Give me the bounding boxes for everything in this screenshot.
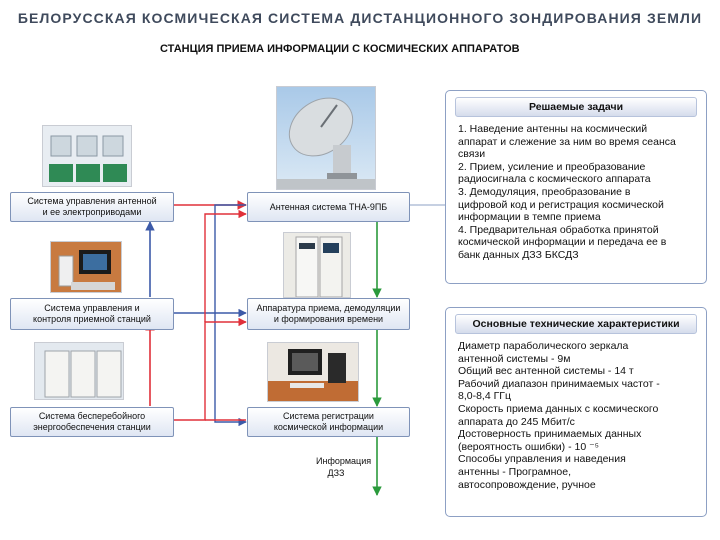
electrical-cabinet-icon (43, 126, 131, 186)
specs-line: Общий вес антенной системы - 14 т (458, 365, 634, 378)
tasks-line: 4. Предварительная обработка принятой (458, 223, 659, 236)
tasks-line: связи (458, 148, 486, 161)
specs-panel: Основные технические характеристики Диам… (445, 307, 707, 517)
antenna-system-box: Антенная система ТНА-9ПБ (247, 192, 410, 222)
blue-trunk (174, 204, 246, 314)
tasks-panel-heading: Решаемые задачи (455, 97, 697, 117)
tasks-line: аппарат и слежение за ним во время сеанс… (458, 135, 676, 148)
antenna-control-label-2: и ее электроприводами (42, 207, 142, 217)
registration-label-1: Система регистрации (283, 411, 374, 421)
specs-panel-heading: Основные технические характеристики (455, 314, 697, 334)
antenna-control-photo (42, 125, 132, 187)
tasks-line: информации в темпе приема (458, 211, 601, 224)
tasks-line: радиосигнала с космического аппарата (458, 173, 651, 186)
specs-line: 8,0-8,4 ГГц (458, 390, 511, 403)
page-subtitle: СТАНЦИЯ ПРИЕМА ИНФОРМАЦИИ С КОСМИЧЕСКИХ … (160, 43, 520, 55)
specs-line: антенны - Програмное, (458, 465, 571, 478)
antenna-control-label-1: Система управления антенной (27, 196, 157, 206)
red-power-branch (174, 317, 247, 421)
station-control-photo (50, 241, 122, 293)
specs-line: Скорость приема данных с космического (458, 402, 659, 415)
specs-line: антенной системы - 9м (458, 352, 571, 365)
tasks-line: 1. Наведение антенны на космический (458, 123, 648, 135)
power-supply-label-1: Система бесперебойного (38, 411, 146, 421)
equipment-rack-icon (284, 233, 350, 297)
info-label-line-1: Информация (316, 456, 372, 466)
blue-trunk-registration (214, 313, 247, 427)
ups-cabinet-icon (35, 343, 123, 399)
receive-equipment-label-1: Аппаратура приема, демодуляции (256, 303, 401, 313)
info-label: Информация ДЗЗ (316, 455, 372, 479)
specs-line: автосопровождение, ручное (458, 478, 596, 491)
power-supply-photo (34, 342, 124, 400)
specs-line: Способы управления и наведения (458, 453, 626, 466)
power-supply-label-2: энергообеспечения станции (33, 422, 151, 432)
specs-line: Рабочий диапазон принимаемых частот - (458, 377, 660, 390)
tasks-line: космической информации и передача ее в (458, 236, 667, 249)
registration-photo (267, 342, 359, 402)
station-control-label-1: Система управления и (44, 303, 140, 313)
specs-line: Достоверность принимаемых данных (458, 428, 642, 441)
tasks-line: 3. Демодуляция, преобразование в (458, 185, 631, 198)
tasks-line: банк данных ДЗЗ БКСДЗ (458, 248, 579, 261)
info-label-line-2: ДЗЗ (327, 468, 345, 478)
station-control-label-2: контроля приемной станций (33, 314, 151, 324)
tasks-line: цифровой код и регистрация космической (458, 198, 664, 211)
page-title: БЕЛОРУССКАЯ КОСМИЧЕСКАЯ СИСТЕМА ДИСТАНЦИ… (17, 10, 703, 26)
computer-desk-icon (268, 343, 358, 401)
satellite-dish-icon (277, 97, 375, 189)
red-power-antenna (204, 209, 247, 322)
tasks-panel: Решаемые задачи 1. Наведение антенны на … (445, 90, 707, 284)
registration-label-2: космической информации (273, 422, 384, 432)
receive-equipment-photo (283, 232, 351, 298)
specs-line: аппарата до 245 Мбит/с (458, 415, 575, 428)
tasks-line: 2. Прием, усиление и преобразование (458, 160, 646, 173)
computer-workstation-icon (51, 242, 121, 292)
specs-line: Диаметр параболического зеркала (458, 340, 629, 352)
antenna-system-label: Антенная система ТНА-9ПБ (269, 201, 388, 212)
specs-line: (вероятность ошибки) - 10 ⁻⁵ (458, 440, 599, 453)
antenna-photo (276, 86, 376, 190)
receive-equipment-label-2: и формирования времени (273, 314, 384, 324)
